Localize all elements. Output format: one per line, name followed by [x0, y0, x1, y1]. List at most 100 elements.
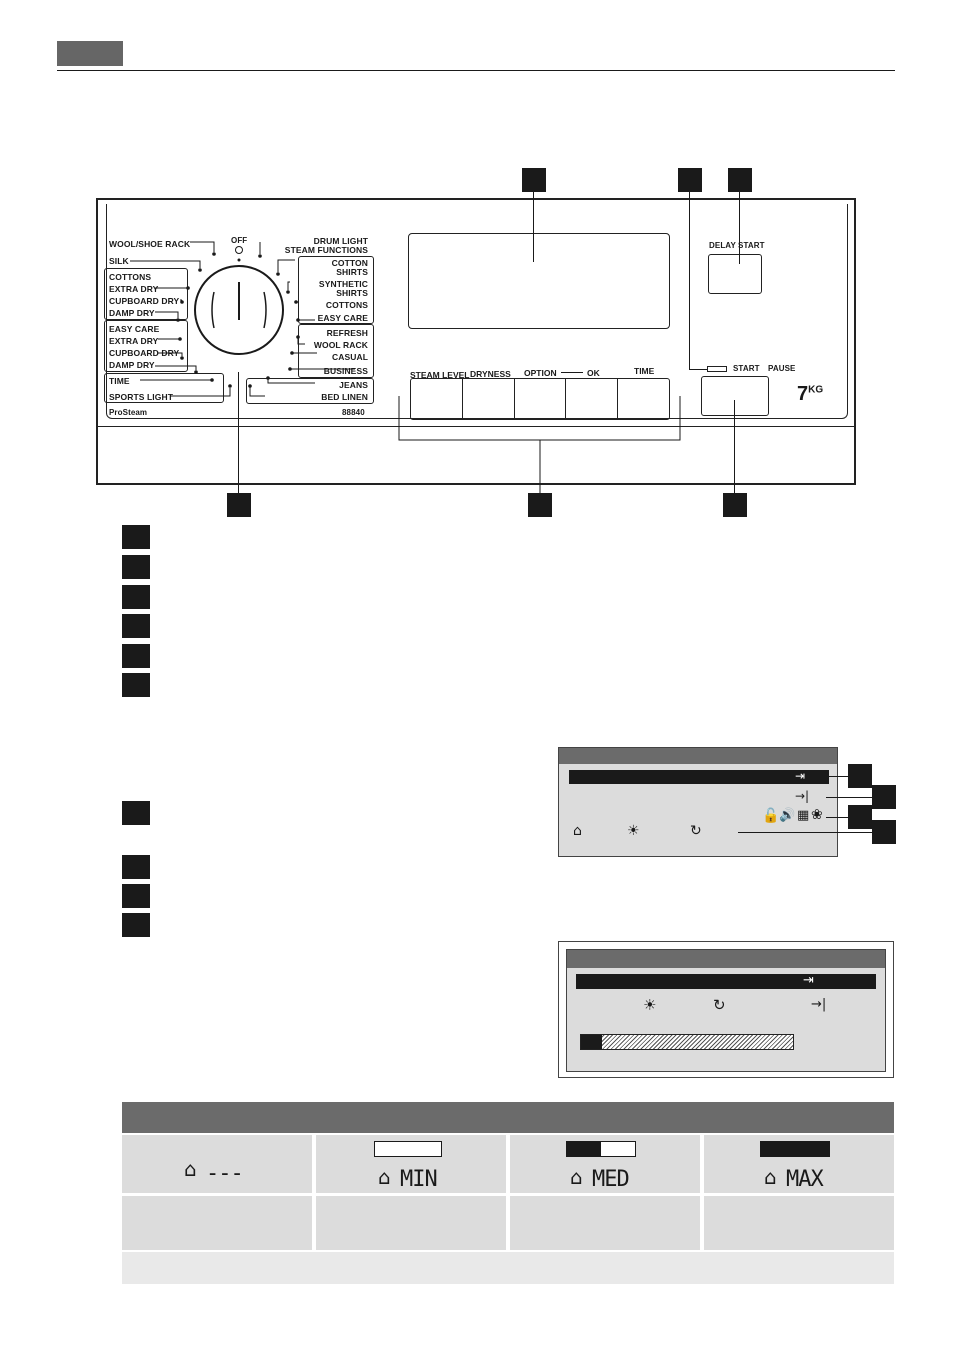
programme-selector-knob[interactable] [180, 230, 300, 380]
brand-label: ProSteam [109, 408, 148, 417]
table-cell-level-med: ⌂ MED [510, 1135, 700, 1193]
header-rule [57, 70, 895, 71]
selector-leader-lines [130, 241, 355, 397]
program-drum-light: DRUM LIGHT [313, 236, 368, 246]
table-cell-level-none: ⌂ --- [122, 1135, 312, 1193]
steam-icon: ⌂ [573, 823, 582, 839]
steam-level-button[interactable] [411, 379, 463, 419]
callout-delay-start [728, 168, 752, 192]
program-cottons-cupboard-dry: CUPBOARD DRY [109, 296, 180, 306]
level-med-fill [567, 1142, 601, 1156]
off-label: OFF [231, 236, 248, 245]
display-figure-1-header [559, 748, 837, 764]
fig1-callout-a [848, 764, 872, 788]
model-label: 88840 [342, 408, 365, 417]
legend-marker-10 [122, 913, 150, 937]
program-cottons-damp-dry: DAMP DRY [109, 308, 155, 318]
program-casual: CASUAL [331, 352, 368, 362]
button-group-bracket [398, 396, 681, 496]
time-label: TIME [634, 366, 655, 376]
program-group-time [104, 373, 224, 403]
fig1-callout-a-line [826, 776, 848, 777]
program-cottons: COTTONS [109, 272, 152, 282]
delay-arrow-icon: →| [795, 789, 810, 803]
cooling-icon: ↻ [690, 823, 702, 839]
delay-start-button[interactable] [708, 254, 762, 294]
panel-display [408, 233, 670, 329]
program-wool-shoe-rack: WOOL/SHOE RACK [109, 239, 191, 249]
steam-icon: ⌂ [570, 1165, 583, 1189]
table-footer-row [122, 1252, 894, 1284]
ok-label: OK [587, 368, 600, 378]
display-figure-1: ⇥ →| 🔓 🔊 ▦ ❀ ⌂ ☀ ↻ [558, 747, 838, 857]
option-button[interactable] [515, 379, 567, 419]
level-med-bar [566, 1141, 636, 1157]
pause-label: PAUSE [768, 364, 796, 373]
legend-marker-3 [122, 585, 150, 609]
callout-start-led [678, 168, 702, 192]
start-pause-button[interactable] [701, 376, 769, 416]
level-none-text: --- [206, 1161, 244, 1186]
program-sports-light: SPORTS LIGHT [109, 392, 174, 402]
drying-icon: ☀ [627, 823, 640, 839]
level-max-bar [760, 1141, 830, 1157]
capacity-value: 7 [797, 383, 809, 405]
table-cell-level-max: ⌂ MAX [704, 1135, 894, 1193]
panel-strip [98, 426, 854, 427]
steam-icon: ⌂ [184, 1157, 197, 1181]
option-ok-connector [561, 372, 583, 373]
display-figure-1-highlight-bar [569, 770, 829, 784]
table-desc-cell-3 [510, 1196, 700, 1250]
legend-marker-2 [122, 555, 150, 579]
display-figure-2-header [567, 950, 885, 968]
fig2-cooling-icon: ↻ [713, 996, 726, 1014]
drying-progress-fill [581, 1035, 603, 1049]
callout-start-pause [723, 493, 747, 517]
capacity-badge: 7KG [797, 383, 823, 406]
ok-button[interactable] [566, 379, 619, 419]
program-group-easycare [104, 320, 188, 372]
program-easy-care: EASY CARE [109, 324, 160, 334]
drying-progress-bar [580, 1034, 794, 1050]
panel-face [106, 204, 848, 419]
legend-marker-7 [122, 801, 150, 825]
fig1-callout-c-line [826, 817, 848, 818]
program-cottons-right: COTTONS [325, 300, 368, 310]
option-label: OPTION [524, 368, 557, 378]
legend-marker-1 [122, 525, 150, 549]
fig2-end-time-icon: ⇥ [803, 973, 814, 988]
program-cotton-shirts-1: COTTON [331, 258, 368, 268]
program-wool-rack: WOOL RACK [313, 340, 368, 350]
callout-buttons [528, 493, 552, 517]
level-med-text: MED [592, 1167, 630, 1192]
program-synthetic-shirts-2: SHIRTS [336, 288, 368, 298]
callout-delay-start-line [739, 192, 740, 264]
program-bed-linen: BED LINEN [321, 392, 368, 402]
callout-start-led-line-h [689, 369, 707, 370]
callout-start-led-line-v [689, 192, 690, 369]
fig2-drying-icon: ☀ [643, 996, 657, 1014]
delay-start-label: DELAY START [709, 241, 765, 250]
legend-marker-5 [122, 644, 150, 668]
dryness-label: DRYNESS [470, 369, 511, 379]
program-cotton-shirts-2: SHIRTS [336, 267, 368, 277]
program-refresh: REFRESH [326, 328, 368, 338]
program-easycare-extra-dry: EXTRA DRY [109, 336, 159, 346]
program-group-cottons [104, 268, 188, 320]
legend-marker-6 [122, 673, 150, 697]
callout-start-pause-line [734, 400, 735, 493]
legend-marker-9 [122, 884, 150, 908]
table-cell-level-min: ⌂ MIN [316, 1135, 506, 1193]
level-max-text: MAX [786, 1167, 824, 1192]
program-time: TIME [109, 376, 130, 386]
program-synthetic-shirts-1: SYNTHETIC [318, 279, 368, 289]
fig1-callout-b [872, 785, 896, 809]
display-figure-2-screen: ⇥ ☀ ↻ →| [566, 949, 886, 1072]
display-figure-2-highlight-bar [576, 974, 876, 989]
fig2-delay-arrow-icon: →| [811, 997, 827, 1012]
steam-icon: ⌂ [764, 1165, 777, 1189]
callout-display [522, 168, 546, 192]
program-silk: SILK [109, 256, 129, 266]
dryness-button[interactable] [463, 379, 515, 419]
start-label: START [733, 364, 760, 373]
